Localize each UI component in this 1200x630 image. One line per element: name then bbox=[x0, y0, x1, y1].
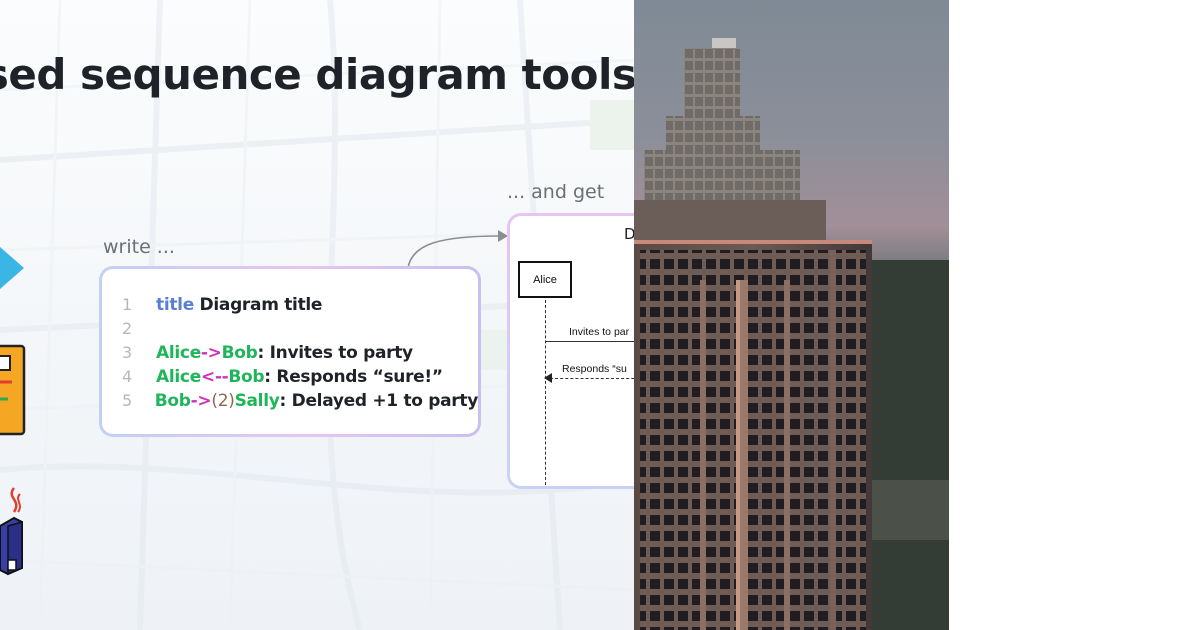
actor-to: Bob bbox=[221, 343, 258, 363]
line-number: 3 bbox=[122, 343, 132, 362]
code-line-3: 3 Alice->Bob: Invites to party bbox=[122, 343, 478, 367]
tool-logo-document-icon bbox=[0, 344, 26, 436]
actor-to: Sally bbox=[234, 391, 280, 411]
title-text: Diagram title bbox=[193, 295, 323, 315]
arrow-token: <-- bbox=[200, 367, 229, 387]
curved-arrow-icon bbox=[407, 230, 508, 269]
code-editor-panel: 1 title Diagram title 2 3 Alice->Bob: In… bbox=[99, 266, 481, 437]
message-text: : Delayed +1 to party bbox=[279, 391, 479, 411]
actor-from: Alice bbox=[156, 343, 201, 363]
participant-box: Alice bbox=[518, 261, 572, 298]
actor-from: Alice bbox=[156, 367, 201, 387]
code-line-1: 1 title Diagram title bbox=[122, 295, 478, 319]
arrow-token: -> bbox=[190, 391, 212, 411]
write-caption: write ... bbox=[103, 236, 175, 258]
message-label-2: Responds “su bbox=[562, 363, 627, 375]
page-headline: ased sequence diagram tools bbox=[0, 50, 637, 99]
actor-to: Bob bbox=[228, 367, 265, 387]
code-line-2: 2 bbox=[122, 319, 478, 343]
code-line-5: 5 Bob->(2)Sally: Delayed +1 to party bbox=[122, 391, 478, 415]
arrow-token: -> bbox=[200, 343, 222, 363]
arrowhead-icon bbox=[544, 373, 552, 383]
line-number: 5 bbox=[122, 391, 132, 410]
message-arrow-1 bbox=[546, 341, 664, 342]
line-number: 2 bbox=[122, 319, 132, 338]
actor-from: Bob bbox=[154, 391, 191, 411]
participant-lifeline bbox=[545, 300, 546, 486]
delay-token: (2) bbox=[211, 391, 235, 411]
tool-logo-java-icon bbox=[0, 487, 23, 576]
keyword-title: title bbox=[156, 295, 194, 315]
line-number: 1 bbox=[122, 295, 132, 314]
line-number: 4 bbox=[122, 367, 132, 386]
get-caption: ... and get bbox=[507, 181, 605, 203]
message-label-1: Invites to par bbox=[569, 326, 630, 338]
diagram-title: D bbox=[624, 225, 636, 243]
message-arrow-2 bbox=[550, 378, 664, 379]
message-text: : Responds “sure!” bbox=[264, 367, 443, 387]
skyscraper-photo bbox=[634, 0, 949, 630]
tool-logo-arrow-icon bbox=[0, 247, 24, 289]
message-text: : Invites to party bbox=[257, 343, 414, 363]
code-line-4: 4 Alice<--Bob: Responds “sure!” bbox=[122, 367, 478, 391]
